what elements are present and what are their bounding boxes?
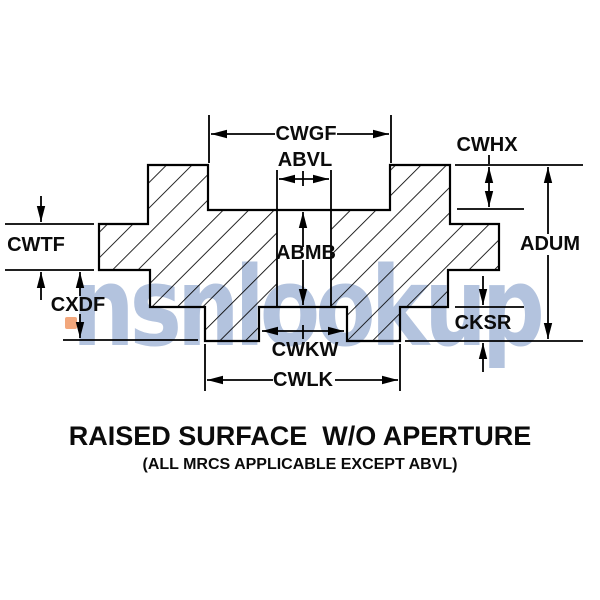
dim-label-cwtf: CWTF: [7, 234, 65, 256]
dim-label-cksr: CKSR: [454, 312, 512, 334]
dim-cwlk: [204, 344, 401, 391]
dim-cwkw: [262, 325, 344, 339]
figure-title: RAISED SURFACE W/O APERTURE: [68, 421, 532, 451]
dim-label-cwgf: CWGF: [275, 123, 337, 145]
figure-subtitle: (ALL MRCS APPLICABLE EXCEPT ABVL): [142, 456, 458, 473]
dim-cwtf: [5, 196, 94, 300]
dim-label-cwlk: CWLK: [273, 369, 333, 391]
dim-cwhx: [455, 155, 583, 210]
part-outline: [97, 163, 501, 343]
dim-label-cwhx: CWHX: [456, 134, 518, 156]
dim-cwgf: [208, 115, 392, 163]
dim-label-adum: ADUM: [520, 233, 580, 255]
dim-label-cwkw: CWKW: [271, 339, 339, 361]
watermark-dot: [65, 317, 77, 329]
dim-cksr: [455, 276, 524, 372]
dim-label-abmb: ABMB: [276, 242, 336, 264]
section-hatching: [99, 165, 499, 341]
dim-label-cxdf: CXDF: [50, 294, 106, 316]
dim-adum: [405, 167, 583, 342]
dimension-lines: [5, 115, 583, 391]
dim-abvl: [276, 170, 332, 306]
dim-label-abvl: ABVL: [277, 149, 333, 171]
dim-cxdf: [63, 272, 198, 341]
